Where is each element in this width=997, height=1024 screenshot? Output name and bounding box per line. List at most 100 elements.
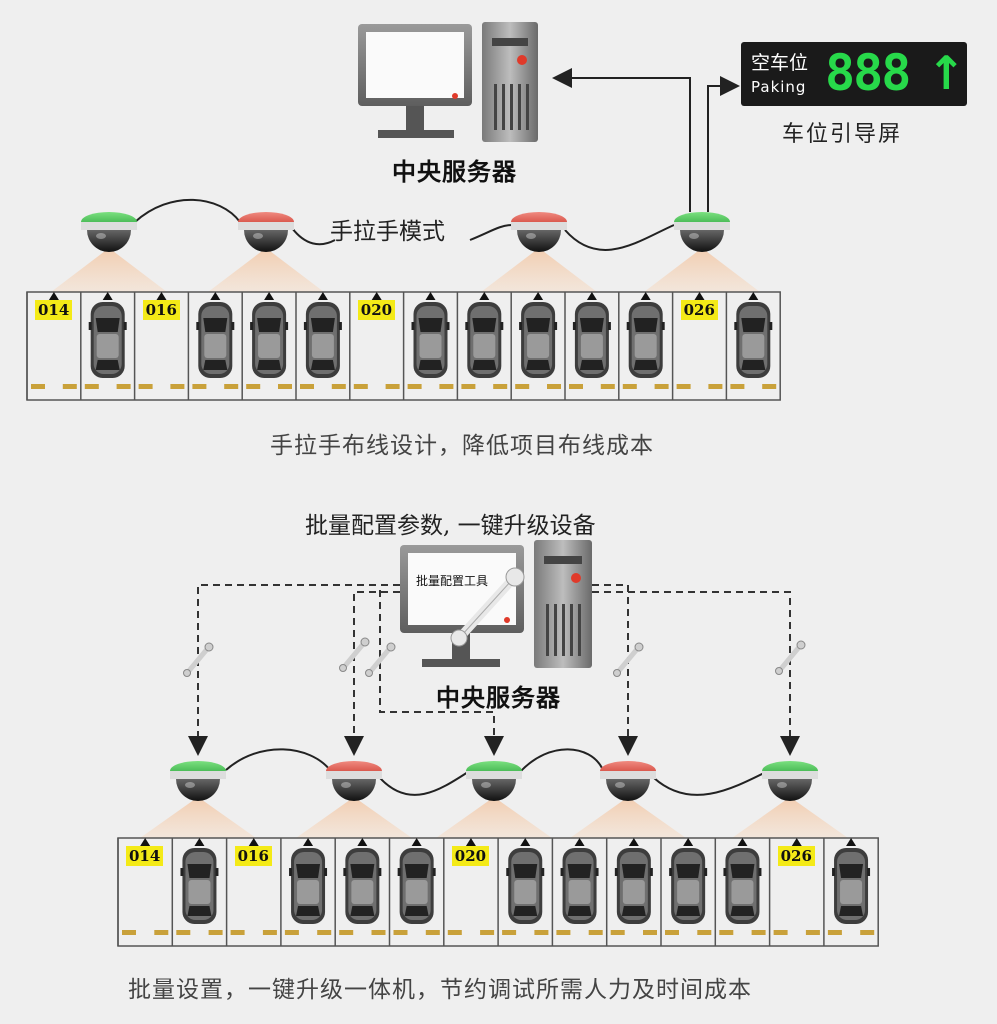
bottom-parked-car-icon — [180, 848, 219, 924]
bottom-caption: 批量设置，一键升级一体机，节约调试所需人力及时间成本 — [128, 977, 752, 1003]
wheel-stop — [697, 930, 712, 935]
bottom-parking-slot — [443, 838, 495, 946]
slot-indicator-arrow-icon — [248, 838, 259, 846]
wheel-stop — [425, 930, 440, 935]
top-parking-slot — [725, 292, 777, 400]
top-parking-slot — [402, 292, 454, 400]
top-parked-car-icon — [196, 302, 235, 378]
slot-indicator-arrow-icon — [694, 292, 705, 300]
slot-indicator-arrow-icon — [640, 292, 651, 300]
bottom-sensor-beam — [570, 797, 686, 838]
slot-indicator-arrow-icon — [102, 292, 113, 300]
top-sensor-green — [81, 212, 137, 252]
top-parked-car-icon — [626, 302, 665, 378]
wheel-stop — [339, 930, 354, 935]
bottom-parking-slot — [117, 838, 169, 946]
wheel-stop — [719, 930, 734, 935]
bottom-parked-car-icon — [614, 848, 653, 924]
bottom-sensor-green — [762, 761, 818, 801]
wheel-stop — [138, 384, 153, 389]
bottom-parked-car-icon — [669, 848, 708, 924]
top-parking-slot — [510, 292, 561, 400]
wheel-stop — [371, 930, 386, 935]
wheel-stop — [353, 384, 368, 389]
slot-indicator-arrow-icon — [791, 838, 802, 846]
bottom-slot-number-badge: 016 — [234, 846, 272, 866]
led-arrow-icon: ↑ — [927, 46, 966, 100]
bottom-sensor-red — [326, 761, 382, 801]
top-sensor-red — [511, 212, 567, 252]
bottom-wrench-icon — [450, 567, 525, 647]
top-parked-car-icon — [465, 302, 504, 378]
top-parking-slot — [456, 292, 508, 400]
bottom-parked-car-icon — [397, 848, 436, 924]
bottom-slot-number-badge: 014 — [126, 846, 164, 866]
bottom-parking-slot — [605, 838, 657, 946]
wheel-stop — [556, 930, 571, 935]
slot-indicator-arrow-icon — [411, 838, 422, 846]
top-parked-car-icon — [519, 302, 558, 378]
top-parking-slot — [187, 292, 239, 400]
wheel-stop — [547, 384, 561, 389]
wheel-stop — [122, 930, 136, 935]
wheel-stop — [751, 930, 766, 935]
wheel-stop — [493, 384, 508, 389]
top-slot-number-badge: 014 — [35, 300, 73, 320]
top-parking-slot — [349, 292, 400, 400]
wheel-stop — [708, 384, 723, 389]
top-parking-slot — [241, 292, 292, 400]
slot-indicator-arrow-icon — [210, 292, 221, 300]
wheel-stop — [600, 384, 615, 389]
slot-indicator-arrow-icon — [520, 838, 531, 846]
bottom-sensor-beam — [296, 797, 412, 838]
wheel-stop — [407, 384, 422, 389]
bottom-dashed-lines — [188, 584, 800, 756]
wheel-stop — [502, 930, 517, 935]
wheel-stop — [773, 930, 788, 935]
slot-indicator-arrow-icon — [683, 838, 694, 846]
top-server-label: 中央服务器 — [392, 158, 517, 186]
wheel-stop — [643, 930, 657, 935]
bottom-sensor-red — [600, 761, 656, 801]
wheel-stop — [331, 384, 346, 389]
wheel-stop — [300, 384, 314, 389]
slot-indicator-arrow-icon — [194, 838, 205, 846]
batch-config-title: 批量配置参数, 一键升级设备 — [305, 513, 596, 539]
wheel-stop — [534, 930, 549, 935]
wheel-stop — [480, 930, 495, 935]
wheel-stop — [610, 930, 625, 935]
top-server-tower — [482, 22, 538, 142]
top-parking-slot — [80, 292, 131, 400]
wheel-stop — [805, 930, 820, 935]
bottom-parking-slot — [714, 838, 766, 946]
wheel-stop — [116, 384, 131, 389]
slot-indicator-arrow-icon — [465, 838, 476, 846]
top-parked-car-icon — [250, 302, 289, 378]
wheel-stop — [860, 930, 875, 935]
slot-indicator-arrow-icon — [264, 292, 275, 300]
bottom-sensor-beam — [732, 797, 848, 838]
wheel-stop — [284, 930, 299, 935]
slot-indicator-arrow-icon — [574, 838, 585, 846]
wheel-stop — [393, 930, 408, 935]
bottom-parking-slot — [551, 838, 603, 946]
wheel-stop — [278, 384, 292, 389]
wheel-stop — [676, 384, 691, 389]
wheel-stop — [170, 384, 185, 389]
slot-indicator-arrow-icon — [748, 292, 759, 300]
parking-guidance-screen: 空车位 Paking 888 ↑ — [741, 42, 967, 106]
bottom-server-label: 中央服务器 — [436, 684, 561, 712]
bottom-parking-slot — [660, 838, 712, 946]
wheel-stop — [588, 930, 603, 935]
slot-indicator-arrow-icon — [425, 292, 436, 300]
bottom-slot-number-badge: 020 — [451, 846, 490, 866]
top-slot-number-badge: 020 — [357, 300, 396, 320]
slot-indicator-arrow-icon — [479, 292, 490, 300]
bottom-sensor-beam — [436, 797, 552, 838]
bottom-monitor — [400, 545, 524, 667]
wheel-stop — [31, 384, 45, 389]
bottom-parked-car-icon — [723, 848, 762, 924]
wrench-icon — [613, 642, 644, 677]
wheel-stop — [730, 384, 745, 389]
